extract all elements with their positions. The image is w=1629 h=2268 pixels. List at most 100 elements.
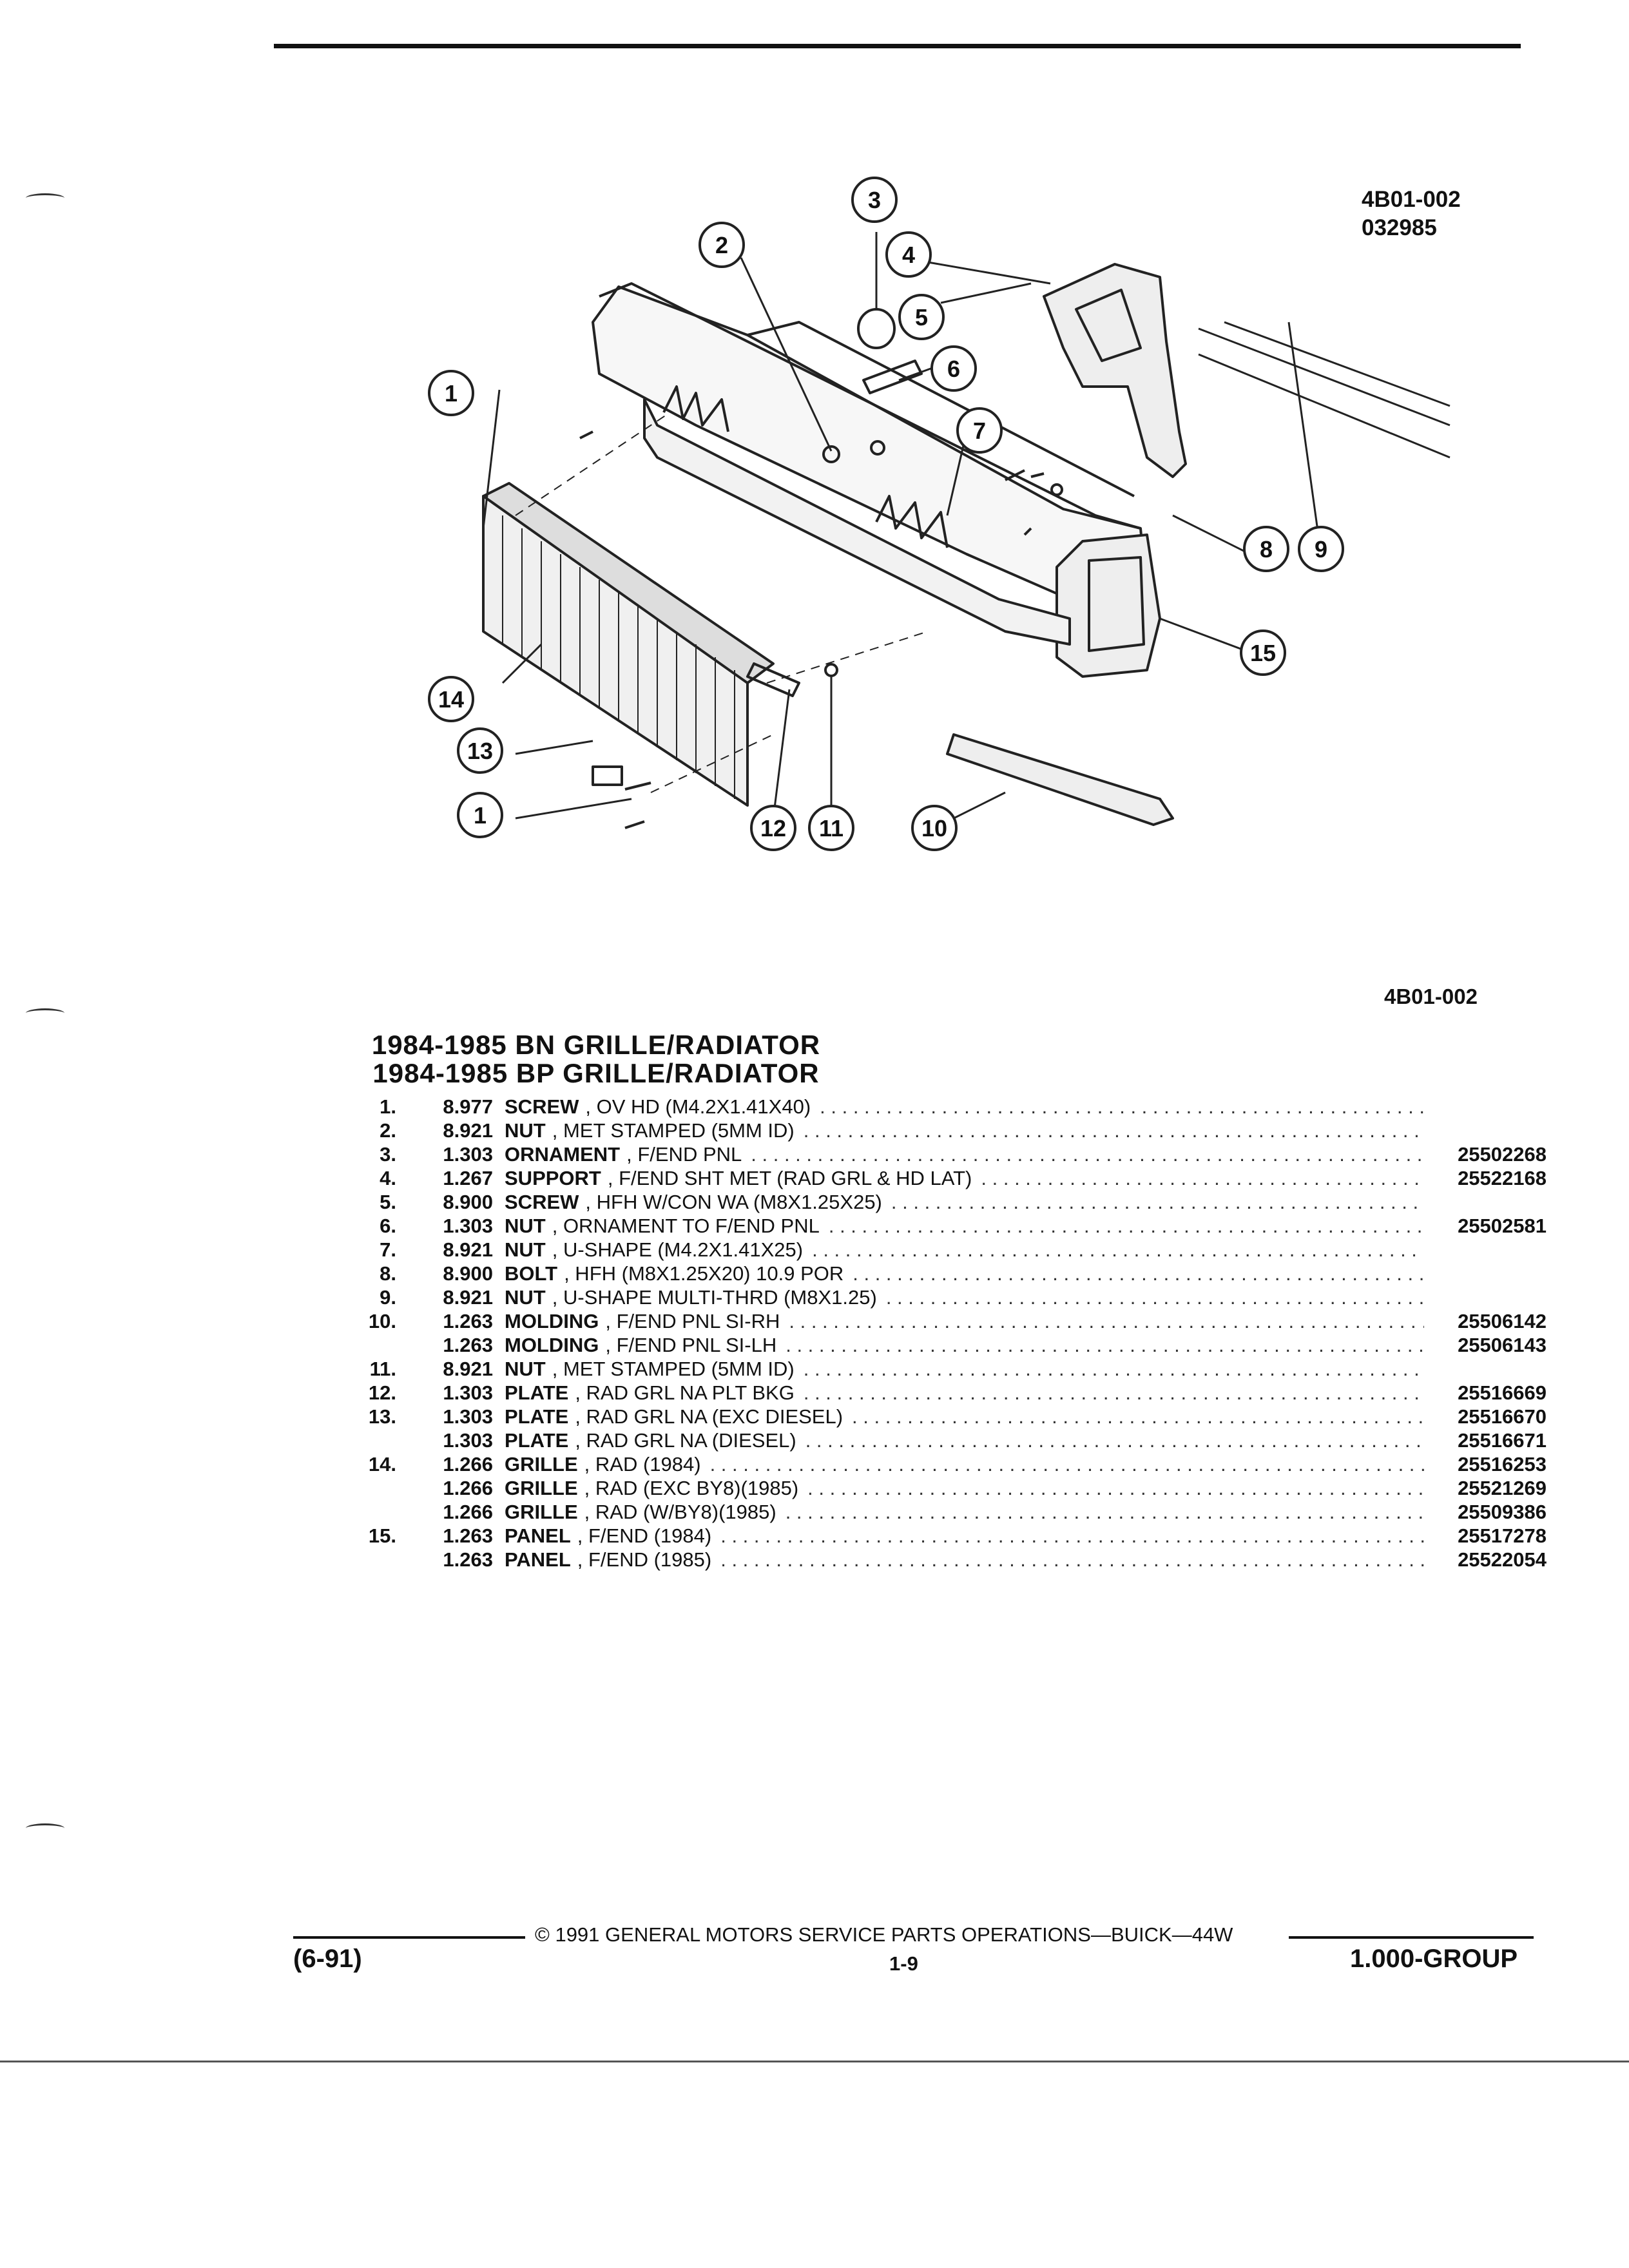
item-description: PLATE, RAD GRL NA PLT BKG bbox=[505, 1381, 1424, 1405]
item-spec: , RAD GRL NA PLT BKG bbox=[575, 1381, 795, 1404]
callout-label: 9 bbox=[1315, 536, 1327, 562]
part-number: 25516671 bbox=[1458, 1429, 1547, 1452]
item-code: 8.921 bbox=[443, 1286, 493, 1309]
item-spec: , RAD GRL NA (DIESEL) bbox=[575, 1429, 796, 1452]
item-spec: , MET STAMPED (5MM ID) bbox=[552, 1119, 795, 1142]
item-description: PLATE, RAD GRL NA (EXC DIESEL) bbox=[505, 1405, 1424, 1428]
leader-dots bbox=[981, 1167, 1424, 1190]
leader-dots bbox=[807, 1477, 1424, 1500]
item-code: 8.921 bbox=[443, 1119, 493, 1142]
leader-dots bbox=[812, 1238, 1424, 1262]
item-description: MOLDING, F/END PNL SI-RH bbox=[505, 1310, 1424, 1333]
title-line: 1984-1985 BN GRILLE/RADIATOR bbox=[371, 1030, 821, 1060]
leader-dots bbox=[786, 1334, 1424, 1357]
footer-rule bbox=[293, 1936, 525, 1939]
binder-mark bbox=[26, 1823, 64, 1833]
part-number: 25516253 bbox=[1458, 1453, 1547, 1475]
item-number: 7. bbox=[380, 1238, 396, 1261]
diagram-code-line: 032985 bbox=[1362, 215, 1437, 240]
item-spec: , ORNAMENT TO F/END PNL bbox=[552, 1215, 820, 1237]
item-spec: , HFH (M8X1.25X20) 10.9 POR bbox=[564, 1262, 844, 1285]
item-code: 1.267 bbox=[443, 1167, 493, 1189]
item-description: NUT , MET STAMPED (5MM ID) bbox=[505, 1358, 1424, 1381]
item-description: GRILLE, RAD (1984) bbox=[505, 1453, 1424, 1476]
exploded-parts-diagram: 1 2 3 4 5 6 7 8 9 10 11 12 13 14 15 1 bbox=[387, 155, 1482, 928]
part-number: 25516669 bbox=[1458, 1381, 1547, 1404]
callout-label: 1 bbox=[474, 802, 487, 829]
item-number: 1. bbox=[380, 1095, 396, 1118]
item-code: 1.266 bbox=[443, 1453, 493, 1475]
leader-dots bbox=[820, 1095, 1424, 1119]
item-code: 8.921 bbox=[443, 1358, 493, 1380]
parts-row: 8. 8.900 BOLT , HFH (M8X1.25X20) 10.9 POR bbox=[335, 1262, 1547, 1286]
item-code: 1.266 bbox=[443, 1477, 493, 1499]
callout-label: 12 bbox=[760, 815, 786, 841]
item-description: NUT, MET STAMPED (5MM ID) bbox=[505, 1119, 1424, 1142]
item-name: NUT bbox=[505, 1358, 546, 1380]
item-code: 8.977 bbox=[443, 1095, 493, 1118]
top-rule bbox=[274, 44, 1521, 48]
diagram-svg: 1 2 3 4 5 6 7 8 9 10 11 12 13 14 15 1 bbox=[428, 177, 1451, 851]
callout-label: 15 bbox=[1250, 640, 1276, 666]
part-number: 25517278 bbox=[1458, 1524, 1547, 1547]
leader-dots bbox=[720, 1524, 1424, 1548]
leader-dots bbox=[805, 1429, 1424, 1452]
item-description: PANEL, F/END (1985) bbox=[505, 1548, 1424, 1571]
bottom-rule bbox=[0, 2061, 1629, 2062]
item-name: SCREW bbox=[505, 1191, 579, 1213]
leader-dots bbox=[829, 1215, 1424, 1238]
item-number: 8. bbox=[380, 1262, 396, 1285]
item-name: SCREW bbox=[505, 1095, 579, 1118]
diagram-code-below: 4B01-002 bbox=[1384, 985, 1478, 1008]
item-number: 10. bbox=[368, 1310, 396, 1332]
item-name: NUT bbox=[505, 1215, 546, 1237]
item-code: 1.263 bbox=[443, 1310, 493, 1332]
item-name: BOLT bbox=[505, 1262, 558, 1285]
item-code: 8.921 bbox=[443, 1238, 493, 1261]
callout-label: 1 bbox=[445, 380, 458, 407]
footer-rule bbox=[1289, 1936, 1534, 1939]
item-description: SCREW, HFH W/CON WA (M8X1.25X25) bbox=[505, 1191, 1424, 1214]
item-code: 1.263 bbox=[443, 1524, 493, 1547]
callout-label: 13 bbox=[467, 738, 493, 764]
part-number: 25502268 bbox=[1458, 1143, 1547, 1166]
parts-row: 10. 1.263 MOLDING, F/END PNL SI-RH 25506142 bbox=[335, 1310, 1547, 1334]
part-number: 25506142 bbox=[1458, 1310, 1547, 1332]
item-code: 8.900 bbox=[443, 1262, 493, 1285]
item-name: PLATE bbox=[505, 1405, 569, 1428]
diagram-code-line: 4B01-002 bbox=[1362, 187, 1461, 212]
item-name: SUPPORT bbox=[505, 1167, 601, 1189]
item-code: 1.303 bbox=[443, 1405, 493, 1428]
item-name: MOLDING bbox=[505, 1310, 599, 1332]
leader-dots bbox=[804, 1381, 1424, 1405]
item-spec: , U-SHAPE (M4.2X1.41X25) bbox=[552, 1238, 804, 1261]
item-name: NUT bbox=[505, 1286, 546, 1309]
item-name: GRILLE bbox=[505, 1453, 578, 1475]
page-number: 1-9 bbox=[889, 1952, 918, 1975]
leader-dots bbox=[852, 1405, 1424, 1428]
callout-label: 3 bbox=[868, 187, 881, 213]
item-code: 1.303 bbox=[443, 1429, 493, 1452]
item-name: GRILLE bbox=[505, 1501, 578, 1523]
item-description: ORNAMENT, F/END PNL bbox=[505, 1143, 1424, 1166]
item-spec: , MET STAMPED (5MM ID) bbox=[552, 1358, 795, 1380]
item-number: 15. bbox=[368, 1524, 396, 1547]
part-number: 25522168 bbox=[1458, 1167, 1547, 1189]
part-number: 25506143 bbox=[1458, 1334, 1547, 1356]
item-spec: , RAD (W/BY8)(1985) bbox=[584, 1501, 776, 1523]
item-number: 12. bbox=[368, 1381, 396, 1404]
item-number: 3. bbox=[380, 1143, 396, 1166]
item-name: PANEL bbox=[505, 1548, 571, 1571]
title-line: 1984-1985 BP GRILLE/RADIATOR bbox=[372, 1058, 820, 1088]
part-number: 25522054 bbox=[1458, 1548, 1547, 1571]
footer-copyright: © 1991 GENERAL MOTORS SERVICE PARTS OPER… bbox=[535, 1923, 1233, 1946]
page-title: 1984-1985 BN GRILLE/RADIATOR 1984-1985 B… bbox=[0, 1031, 1629, 1088]
footer-date: (6-91) bbox=[293, 1945, 362, 1973]
